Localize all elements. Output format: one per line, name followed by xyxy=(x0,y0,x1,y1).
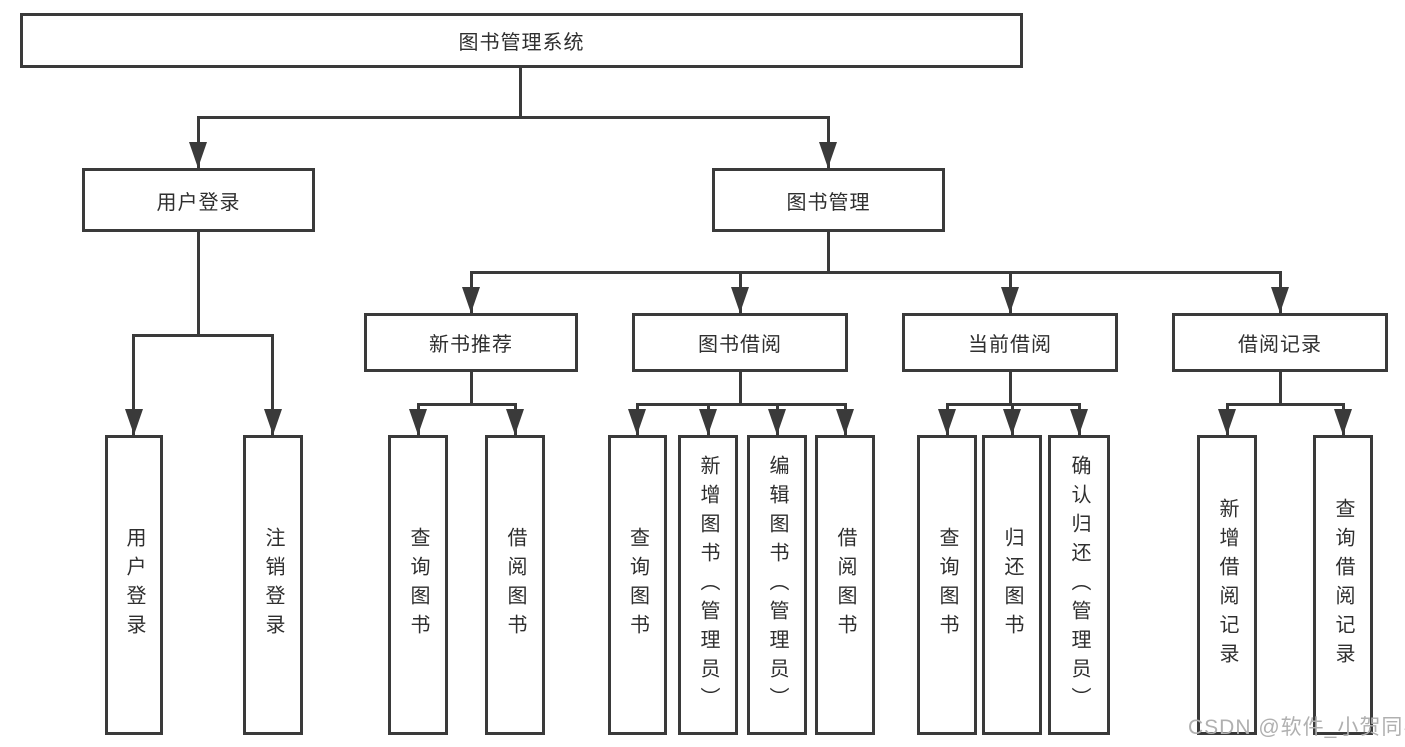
connector-newbook-stub xyxy=(470,372,473,405)
leaf-query-book-newrec-label: 查询图书 xyxy=(407,527,429,643)
node-book-mgmt-label: 图书管理 xyxy=(786,191,871,214)
leaf-edit-book-admin-label: 编辑图书（管理员） xyxy=(766,454,788,716)
connector-root-stub xyxy=(519,68,522,118)
leaf-confirm-return-admin: 确认归还（管理员） xyxy=(1048,435,1110,735)
connector-drop-leaf xyxy=(132,334,135,435)
connector-userlogin-hbar xyxy=(132,334,274,337)
connector-bookmgmt-hbar xyxy=(470,271,1282,274)
arrow-down-icon xyxy=(1271,287,1289,313)
connector-borrow-stub xyxy=(739,372,742,405)
arrow-down-icon xyxy=(938,409,956,435)
leaf-add-book-admin: 新增图书（管理员） xyxy=(678,435,738,735)
connector-records-stub xyxy=(1279,372,1282,405)
arrow-down-icon xyxy=(1001,287,1019,313)
connector-current-stub xyxy=(1009,372,1012,405)
arrow-down-icon xyxy=(1218,409,1236,435)
node-borrow-records: 借阅记录 xyxy=(1172,313,1388,372)
node-user-login-label: 用户登录 xyxy=(156,191,241,214)
leaf-edit-book-admin: 编辑图书（管理员） xyxy=(747,435,807,735)
arrow-down-icon xyxy=(506,409,524,435)
connector-borrow-hbar xyxy=(636,403,847,406)
arrow-down-icon xyxy=(819,142,837,168)
node-current-borrow-label: 当前借阅 xyxy=(968,334,1052,356)
leaf-query-book-current: 查询图书 xyxy=(917,435,977,735)
leaf-user-login: 用户登录 xyxy=(105,435,163,735)
connector-newbook-hbar xyxy=(417,403,517,406)
arrow-down-icon xyxy=(1003,409,1021,435)
node-new-book-rec: 新书推荐 xyxy=(364,313,578,372)
connector-bookmgmt-stub xyxy=(827,232,830,273)
arrow-down-icon xyxy=(699,409,717,435)
arrow-down-icon xyxy=(189,142,207,168)
node-user-login: 用户登录 xyxy=(82,168,315,232)
arrow-down-icon xyxy=(628,409,646,435)
leaf-add-book-admin-label: 新增图书（管理员） xyxy=(697,454,719,716)
leaf-logout-label: 注销登录 xyxy=(262,527,284,643)
leaf-logout: 注销登录 xyxy=(243,435,303,735)
leaf-return-book-label: 归还图书 xyxy=(1001,527,1023,643)
leaf-query-book-borrow: 查询图书 xyxy=(608,435,667,735)
arrow-down-icon xyxy=(409,409,427,435)
leaf-query-book-current-label: 查询图书 xyxy=(936,527,958,643)
csdn-watermark: CSDN @软件_小贺同学 xyxy=(1188,716,1405,739)
leaf-borrow-book-newrec: 借阅图书 xyxy=(485,435,545,735)
leaf-query-borrow-record-label: 查询借阅记录 xyxy=(1332,498,1354,672)
node-root: 图书管理系统 xyxy=(20,13,1023,68)
leaf-borrow-book: 借阅图书 xyxy=(815,435,875,735)
connector-drop-leaf xyxy=(271,334,274,435)
node-book-mgmt: 图书管理 xyxy=(712,168,945,232)
node-borrow-records-label: 借阅记录 xyxy=(1238,334,1322,356)
leaf-borrow-book-label: 借阅图书 xyxy=(834,527,856,643)
arrow-down-icon xyxy=(462,287,480,313)
node-book-borrow-label: 图书借阅 xyxy=(698,334,782,356)
leaf-query-book-newrec: 查询图书 xyxy=(388,435,448,735)
connector-root-hbar xyxy=(197,116,830,119)
leaf-confirm-return-admin-label: 确认归还（管理员） xyxy=(1068,454,1090,716)
arrow-down-icon xyxy=(731,287,749,313)
leaf-return-book: 归还图书 xyxy=(982,435,1042,735)
leaf-query-borrow-record: 查询借阅记录 xyxy=(1313,435,1373,735)
connector-records-hbar xyxy=(1226,403,1345,406)
connector-userlogin-stub xyxy=(197,232,200,335)
leaf-borrow-book-newrec-label: 借阅图书 xyxy=(504,527,526,643)
node-current-borrow: 当前借阅 xyxy=(902,313,1118,372)
arrow-down-icon xyxy=(768,409,786,435)
node-book-borrow: 图书借阅 xyxy=(632,313,848,372)
arrow-down-icon xyxy=(1070,409,1088,435)
arrow-down-icon xyxy=(264,409,282,435)
arrow-down-icon xyxy=(1334,409,1352,435)
arrow-down-icon xyxy=(836,409,854,435)
arrow-down-icon xyxy=(125,409,143,435)
leaf-add-borrow-record: 新增借阅记录 xyxy=(1197,435,1257,735)
node-root-label: 图书管理系统 xyxy=(458,32,585,54)
leaf-add-borrow-record-label: 新增借阅记录 xyxy=(1216,498,1238,672)
node-new-book-rec-label: 新书推荐 xyxy=(429,334,513,356)
leaf-user-login-label: 用户登录 xyxy=(123,527,145,643)
leaf-query-book-borrow-label: 查询图书 xyxy=(626,527,649,643)
